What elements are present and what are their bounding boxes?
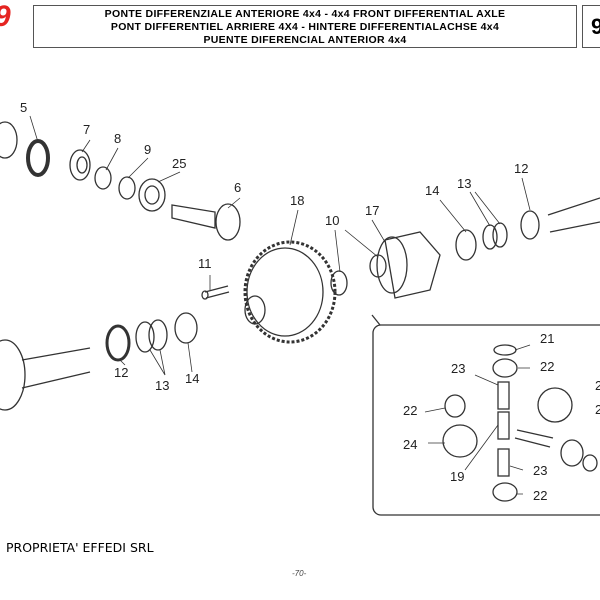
shims-13-right: [482, 222, 508, 250]
callout-clipped-1: 2: [595, 378, 600, 393]
pinion-6: [171, 203, 241, 241]
title-line-it: PONTE DIFFERENZIALE ANTERIORE 4x4 - 4x4 …: [104, 8, 506, 20]
callout-11: 11: [198, 256, 212, 271]
callout-10: 10: [325, 213, 340, 228]
seal-12-left: [105, 324, 131, 362]
bolt-11: [201, 285, 230, 300]
callout-7: 7: [83, 122, 91, 137]
leader-lines: [29, 115, 531, 495]
section-number: 9: [582, 5, 600, 48]
callout-23-top: 23: [451, 361, 466, 376]
brand-logo: 9: [0, 0, 11, 34]
bearing-7: [69, 149, 91, 181]
shaft-right: [547, 197, 600, 233]
inset-frame: [372, 324, 600, 516]
callout-22-top: 22: [540, 359, 555, 374]
callout-18: 18: [290, 193, 305, 208]
seal-5: [26, 139, 50, 177]
owner-notice: PROPRIETA' EFFEDI SRL: [6, 540, 154, 555]
page-number: -70-: [292, 569, 307, 578]
callout-13: 13: [457, 176, 472, 191]
callout-22-left: 22: [403, 403, 418, 418]
callout-14: 14: [425, 183, 440, 198]
callout-8: 8: [114, 131, 122, 146]
ring-8: [94, 166, 112, 190]
callout-clipped-2: 2: [595, 402, 600, 417]
diff-case-17: [376, 231, 441, 299]
diagram-title: PONTE DIFFERENZIALE ANTERIORE 4x4 - 4x4 …: [33, 5, 577, 48]
callout-25: 25: [172, 156, 187, 171]
callout-5: 5: [20, 100, 28, 115]
housing-left-bottom: [0, 339, 91, 411]
callout-24: 24: [403, 437, 418, 452]
callout-9: 9: [144, 142, 152, 157]
callout-21: 21: [540, 331, 555, 346]
bearing-14-left: [174, 312, 198, 344]
callout-13-left: 13: [155, 378, 170, 393]
ring-gear-18: [243, 240, 337, 344]
callout-12: 12: [514, 161, 529, 176]
callout-14-left: 14: [185, 371, 200, 386]
callout-22-bottom: 22: [533, 488, 548, 503]
ring-9: [118, 176, 136, 200]
callout-23-bottom: 23: [533, 463, 548, 478]
shims-13-left: [135, 319, 168, 353]
callout-12-left: 12: [114, 365, 129, 380]
bearing-25: [138, 178, 166, 212]
callout-17: 17: [365, 203, 380, 218]
callout-6: 6: [234, 180, 242, 195]
shaft-left-top: [0, 121, 18, 159]
seal-12-right: [520, 210, 540, 240]
inset-pointer: [371, 314, 381, 326]
callout-19: 19: [450, 469, 465, 484]
title-line-fr-de: PONT DIFFERENTIEL ARRIERE 4X4 - HINTERE …: [110, 21, 500, 33]
title-line-es: PUENTE DIFERENCIAL ANTERIOR 4x4: [203, 34, 407, 46]
bearing-14-right: [455, 229, 477, 261]
